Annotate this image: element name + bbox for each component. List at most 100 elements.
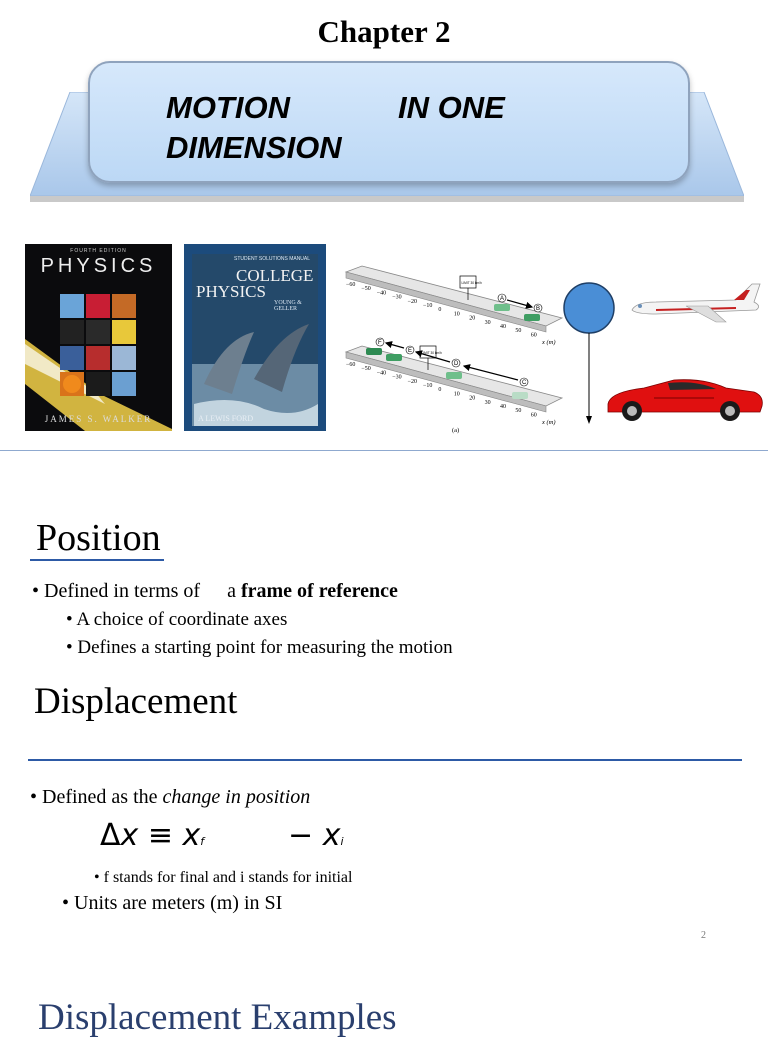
arrow-A-to-B bbox=[506, 299, 534, 309]
displacement-heading-rule bbox=[28, 759, 742, 761]
college-physics-authors: YOUNG & GELLER bbox=[274, 300, 302, 312]
tick-label: −10 bbox=[423, 383, 432, 389]
tick-label: −60 bbox=[346, 282, 355, 288]
tick-label: 20 bbox=[469, 396, 475, 402]
car-at-B bbox=[524, 314, 540, 321]
car-at-F bbox=[366, 348, 382, 355]
tick-label: 30 bbox=[485, 320, 491, 326]
slide-divider bbox=[0, 450, 768, 451]
chapter-title: Chapter 2 bbox=[317, 14, 451, 49]
car-at-E bbox=[386, 354, 402, 361]
bullet-change-in-position: • Defined as the change in position bbox=[30, 786, 310, 809]
speed-sign-upper-text: LIMIT 30 km/h bbox=[462, 281, 483, 285]
page-number: 2 bbox=[701, 930, 706, 941]
position-heading: Position bbox=[36, 517, 161, 559]
tick-label: 30 bbox=[485, 400, 491, 406]
bullet-frame-text: Defined in terms of bbox=[44, 580, 206, 602]
sub-bullet-starting-point-text: Defines a starting point for measuring t… bbox=[77, 637, 453, 658]
tick-label: −20 bbox=[408, 299, 417, 305]
banner-word-dimension: DIMENSION bbox=[166, 130, 342, 165]
college-physics-cover: STUDENT SOLUTIONS MANUAL COLLEGE PHYSICS… bbox=[184, 244, 326, 431]
final-initial-note-text: f stands for final and i stands for init… bbox=[103, 869, 353, 886]
physics-author: JAMES S. WALKER bbox=[44, 414, 153, 424]
upper-road-edge bbox=[345, 271, 547, 333]
tick-label: 40 bbox=[500, 324, 506, 330]
tick-label: 10 bbox=[454, 311, 460, 317]
red-sports-car-illustration bbox=[607, 379, 763, 421]
sub-bullet-starting-point: • Defines a starting point for measuring… bbox=[66, 637, 453, 659]
point-label-F: F bbox=[378, 340, 382, 346]
physics-edition: FOURTH EDITION bbox=[70, 248, 127, 254]
physics-cover-art bbox=[25, 294, 172, 431]
displacement-equation-left: Δx ≡ xf bbox=[100, 818, 204, 853]
tick-label: 60 bbox=[531, 412, 537, 418]
tick-label: −40 bbox=[377, 370, 386, 376]
arrow-C-to-D bbox=[462, 364, 519, 381]
college-title: COLLEGE bbox=[236, 266, 314, 285]
bullet-dot: • bbox=[32, 580, 45, 602]
eq-x-final: x bbox=[182, 818, 201, 853]
point-label-B: B bbox=[536, 306, 540, 312]
sub-bullet-dot: • bbox=[94, 869, 104, 886]
fall-arrow-head bbox=[586, 416, 592, 424]
tick-label: −30 bbox=[392, 295, 401, 301]
car-at-A bbox=[494, 304, 510, 311]
delta-symbol: Δ bbox=[100, 818, 121, 853]
units-bullet-text: Units are meters (m) in SI bbox=[74, 892, 283, 914]
tick-label: 50 bbox=[515, 408, 521, 414]
tick-label: 20 bbox=[469, 316, 475, 322]
ball bbox=[563, 282, 615, 334]
eq-x-delta: x bbox=[120, 818, 139, 853]
banner-word-in-one: IN ONE bbox=[398, 90, 505, 125]
tick-label: −60 bbox=[346, 362, 355, 368]
sub-bullet-dot: • bbox=[66, 637, 78, 658]
physics-title: PHYSICS bbox=[40, 255, 157, 277]
minus-symbol: − bbox=[288, 818, 323, 853]
arrow-D-to-E bbox=[414, 350, 451, 363]
airplane-illustration bbox=[631, 283, 761, 323]
sub-bullet-coordinate-axes: • A choice of coordinate axes bbox=[66, 609, 287, 631]
tick-label: −50 bbox=[361, 366, 370, 372]
diagram-caption: (a) bbox=[452, 427, 459, 434]
equiv-symbol: ≡ bbox=[138, 818, 183, 853]
eq-x-initial: x bbox=[322, 818, 341, 853]
upper-axis-label: x (m) bbox=[541, 339, 556, 346]
physics-textbook-cover: FOURTH EDITION PHYSICS JAMES S. WALKER bbox=[25, 244, 172, 431]
tick-label: 0 bbox=[438, 387, 441, 393]
tick-label: 0 bbox=[438, 307, 441, 313]
frame-of-reference-term: frame of reference bbox=[240, 580, 398, 602]
bullet-dot: • bbox=[30, 786, 43, 808]
speed-sign-lower-text: LIMIT 30 km/h bbox=[422, 351, 443, 355]
car-at-C bbox=[512, 392, 528, 399]
banner-word-motion: MOTION bbox=[166, 90, 290, 125]
title-banner bbox=[88, 61, 690, 183]
college-physics-title: PHYSICS bbox=[196, 282, 266, 301]
point-label-D: D bbox=[454, 361, 459, 367]
tick-label: 50 bbox=[515, 328, 521, 334]
tick-label: −10 bbox=[423, 303, 432, 309]
sub-bullet-dot: • bbox=[62, 892, 75, 914]
point-label-E: E bbox=[408, 348, 412, 354]
units-bullet: • Units are meters (m) in SI bbox=[62, 892, 282, 915]
tick-label: −30 bbox=[392, 375, 401, 381]
college-physics-subtitle: STUDENT SOLUTIONS MANUAL bbox=[234, 256, 311, 262]
displacement-heading: Displacement bbox=[34, 681, 238, 722]
arrow-E-to-F bbox=[384, 341, 405, 349]
change-in-position-term: change in position bbox=[162, 786, 311, 808]
sub-bullet-dot: • bbox=[66, 609, 77, 630]
bullet-frame-of-reference: • Defined in terms of a frame of referen… bbox=[32, 580, 398, 603]
position-heading-underline bbox=[30, 559, 164, 561]
falling-ball-illustration bbox=[563, 282, 615, 424]
point-label-A: A bbox=[500, 296, 504, 302]
subscript-f: f bbox=[200, 835, 205, 848]
lower-axis-label: x (m) bbox=[541, 419, 556, 426]
dolphins-cover-art bbox=[192, 254, 318, 426]
lower-road-edge bbox=[345, 351, 547, 413]
tick-label: −20 bbox=[408, 379, 417, 385]
tick-label: 60 bbox=[531, 332, 537, 338]
tick-label: −40 bbox=[377, 290, 386, 296]
subscript-i: i bbox=[340, 835, 344, 848]
